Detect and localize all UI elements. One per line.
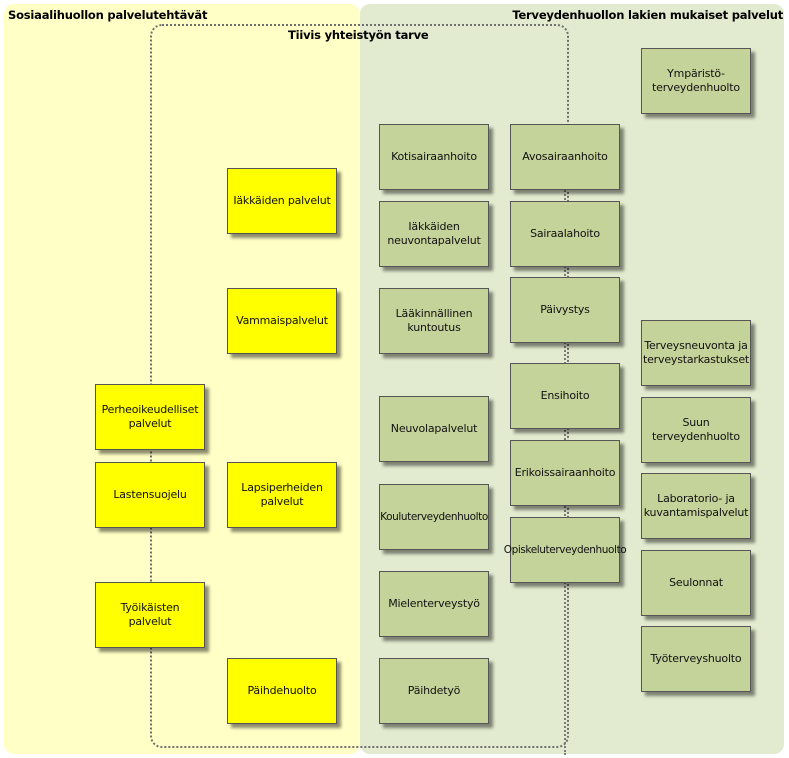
box-disability-services: Vammaispalvelut xyxy=(227,288,337,354)
box-hospital-care: Sairaalahoito xyxy=(510,201,620,267)
box-screenings: Seulonnat xyxy=(641,550,751,616)
box-substance-abuse-care: Päihdehuolto xyxy=(227,658,337,724)
box-specialist-care: Erikoissairaanhoito xyxy=(510,440,620,506)
social-panel-title: Sosiaalihuollon palvelutehtävät xyxy=(8,8,208,22)
box-oral-health: Suun terveydenhuolto xyxy=(641,397,751,463)
box-occupational-health: Työterveyshuolto xyxy=(641,626,751,692)
box-substance-work: Päihdetyö xyxy=(379,658,489,724)
box-child-welfare: Lastensuojelu xyxy=(95,462,205,528)
box-lab-imaging: Laboratorio- ja kuvantamispalvelut xyxy=(641,473,751,539)
box-health-counseling: Terveysneuvonta ja terveystarkastukset xyxy=(641,320,751,386)
box-home-nursing: Kotisairaanhoito xyxy=(379,124,489,190)
cooperation-region xyxy=(150,24,569,748)
box-environmental-health: Ympäristö-terveydenhuolto xyxy=(641,48,751,114)
box-emergency-duty: Päivystys xyxy=(510,277,620,343)
box-student-health: Opiskeluterveydenhuolto xyxy=(504,517,627,583)
box-maternity-clinic: Neuvolapalvelut xyxy=(379,396,489,462)
box-family-law-services: Perheoikeudelliset palvelut xyxy=(95,384,205,450)
box-elderly-advisory: Iäkkäiden neuvontapalvelut xyxy=(379,201,489,267)
box-working-age-services: Työikäisten palvelut xyxy=(95,582,205,648)
box-outpatient-care: Avosairaanhoito xyxy=(510,124,620,190)
box-medical-rehabilitation: Lääkinnällinen kuntoutus xyxy=(379,288,489,354)
health-panel-title: Terveydenhuollon lakien mukaiset palvelu… xyxy=(512,8,783,22)
box-family-services: Lapsiperheiden palvelut xyxy=(227,462,337,528)
box-mental-health: Mielenterveystyö xyxy=(379,571,489,637)
box-school-health: Kouluterveydenhuolto xyxy=(379,484,489,550)
cooperation-title: Tiivis yhteistyön tarve xyxy=(288,28,429,42)
box-emergency-care: Ensihoito xyxy=(510,363,620,429)
box-elderly-services: Iäkkäiden palvelut xyxy=(227,168,337,234)
